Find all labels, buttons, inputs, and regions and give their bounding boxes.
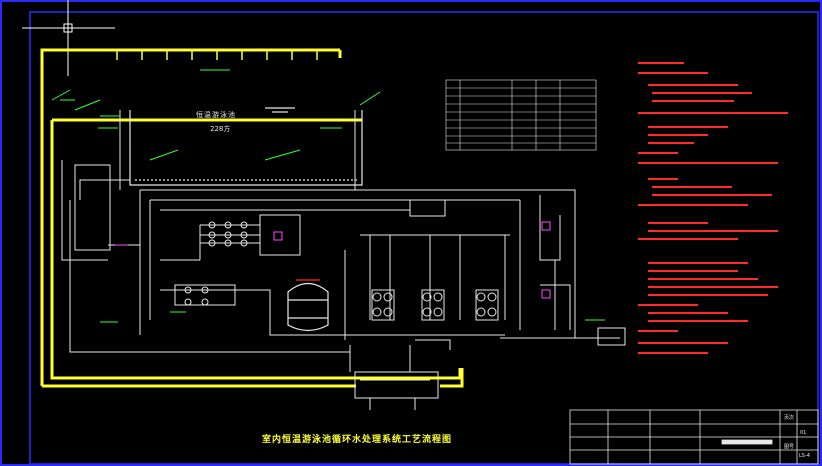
inner-frame — [29, 11, 819, 465]
crosshair-cursor-icon — [22, 0, 115, 76]
note-line — [648, 270, 738, 272]
note-line — [638, 238, 738, 240]
notes-heading-bar — [638, 62, 684, 64]
drawing-title: 室内恒温游泳池循环水处理系统工艺流程图 — [262, 435, 453, 445]
note-line — [652, 92, 752, 94]
note-line — [648, 178, 678, 180]
title-block-sheet-no: 01 — [800, 430, 807, 436]
note-line — [638, 330, 678, 332]
pump-icon — [184, 221, 248, 306]
pool-name-label: 恒温游泳池 — [196, 111, 236, 119]
note-line — [648, 278, 758, 280]
fan-unit-icon — [371, 289, 499, 321]
note-line — [648, 294, 768, 296]
note-line — [648, 320, 748, 322]
overhead-sprinklers — [116, 50, 318, 60]
note-line — [638, 304, 698, 306]
note-line — [652, 100, 734, 102]
title-block-scale-label: 图号 — [784, 444, 795, 450]
note-line — [638, 152, 678, 154]
note-line — [638, 352, 708, 354]
note-line — [648, 262, 748, 264]
note-line — [648, 126, 728, 128]
note-line — [648, 286, 778, 288]
note-line — [638, 204, 748, 206]
instrument-table — [445, 79, 597, 151]
process-lines — [61, 110, 626, 410]
note-line — [638, 112, 788, 114]
title-block-scale-value: LS-4 — [799, 453, 810, 459]
note-line — [648, 312, 728, 314]
supply-pipe-network — [40, 48, 464, 388]
pool-volume-label: 228方 — [210, 125, 231, 133]
sand-filter-icon — [287, 279, 329, 332]
equipment-labels — [51, 69, 605, 323]
note-line — [648, 222, 708, 224]
title-block — [569, 409, 819, 465]
note-line — [638, 72, 708, 74]
note-line — [648, 142, 694, 144]
note-line — [648, 84, 738, 86]
note-line — [638, 162, 778, 164]
note-line — [652, 194, 772, 196]
note-line — [648, 134, 708, 136]
title-block-sheet-label: 页次 — [784, 415, 795, 421]
note-line — [652, 186, 732, 188]
pool-outline — [129, 107, 363, 186]
note-line — [638, 342, 728, 344]
note-line — [648, 230, 778, 232]
valve-icon — [115, 221, 551, 299]
